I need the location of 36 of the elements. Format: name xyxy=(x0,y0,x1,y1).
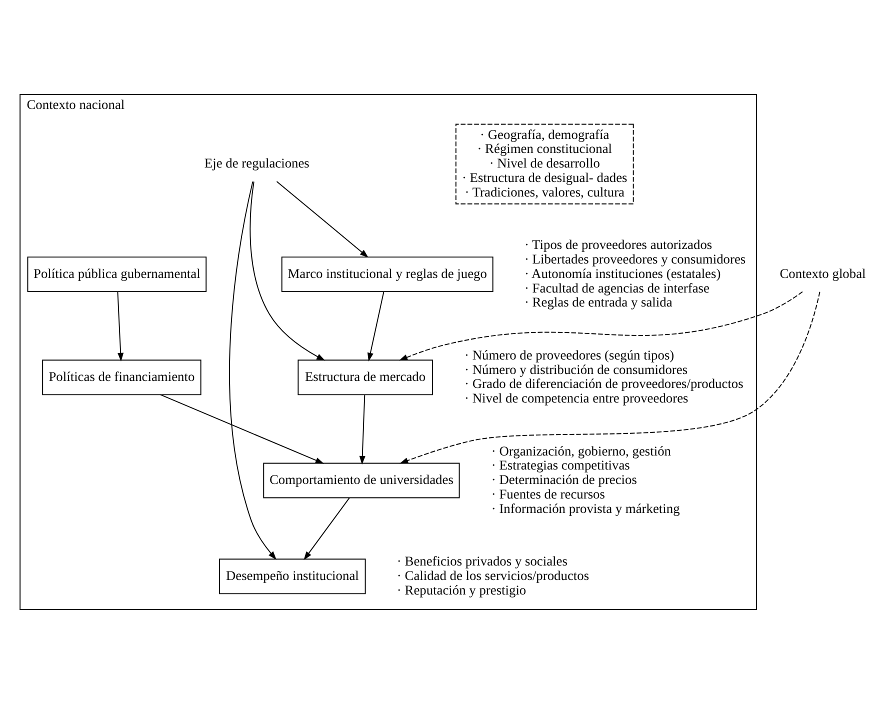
node-label: · Información provista y márketing xyxy=(491,500,680,516)
node-label: · Determinación de precios xyxy=(491,472,637,488)
node-text: Contexto global xyxy=(780,266,866,281)
arrow xyxy=(117,292,124,362)
node-label: · Número y distribución de consumidores xyxy=(464,362,688,377)
node-box: Política pública gubernamental xyxy=(27,256,207,292)
node-label: · Estrategias competitivas xyxy=(491,458,630,473)
node-label: · Calidad de los servicios/productos xyxy=(396,568,590,583)
node-label: · Nivel de competencia entre proveedores xyxy=(464,390,688,406)
node-box: · Geografía, demografía · Régimen constitucional · Nivel de desarrollo · Estructura de desigual- dades · Tradiciones, valores, cultura xyxy=(455,124,634,204)
node-box: Marco institucional y reglas de juego xyxy=(281,256,494,292)
arrow xyxy=(367,292,384,362)
node-label: · Grado de diferenciación de proveedores/productos xyxy=(464,376,744,392)
node-box: Estructura de mercado xyxy=(298,360,433,396)
node-label: · Reglas de entrada y salida xyxy=(524,294,672,310)
node-box: Políticas de financiamiento xyxy=(42,360,202,396)
arrow xyxy=(250,181,326,361)
arrow xyxy=(229,181,276,560)
arrow xyxy=(276,180,368,258)
node-label: · Libertades proveedores y consumidores xyxy=(524,251,746,266)
arrow xyxy=(304,497,350,560)
arrow xyxy=(398,291,803,361)
node-box: Desempeño institucional xyxy=(219,558,366,594)
arrow xyxy=(359,394,366,465)
arrow xyxy=(160,394,324,464)
node-label: · Autonomía instituciones (estatales) xyxy=(524,266,721,281)
node-label: · Tipos de proveedores autorizados xyxy=(524,237,712,252)
arrow xyxy=(400,291,820,464)
node-box: Comportamiento de universidades xyxy=(263,462,460,498)
node-label: · Facultad de agencias de interfase xyxy=(524,280,710,296)
node-label: · Organización, gobierno, gestión xyxy=(491,443,671,458)
node-label: · Fuentes de recursos xyxy=(491,486,605,502)
node-label: · Beneficios privados y sociales xyxy=(396,554,568,569)
node-label: · Número de proveedores (según tipos) xyxy=(464,347,674,362)
node-label: · Reputación y prestigio xyxy=(396,582,526,598)
node-text: Eje de regulaciones xyxy=(204,156,310,171)
